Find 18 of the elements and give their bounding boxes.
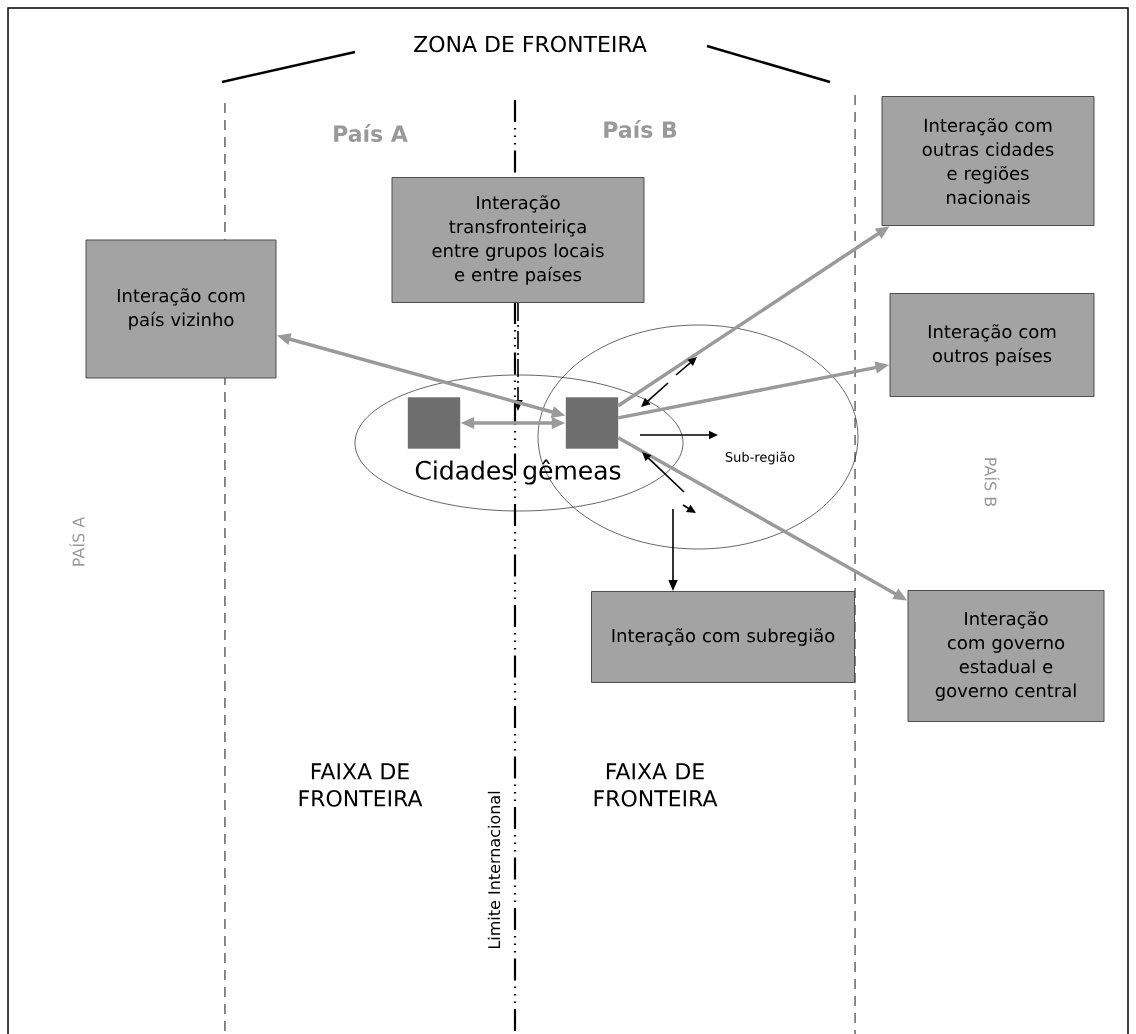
city-square [565,397,619,449]
text-box: Interação com país vizinho [85,239,277,379]
city-square [407,397,461,449]
text-box: Interação transfronteiriça entre grupos locais e entre países [391,177,645,303]
text-box: Interação com outras cidades e regiões nacionais [881,96,1095,226]
twin-cities-label: Cidades gêmeas [415,459,621,485]
band-label: FAIXA DE FRONTEIRA [594,763,718,807]
boundary-label: Limite Internacional [487,791,501,949]
text-box: Interação com governo estadual e governo central [907,590,1105,722]
country-label: PAÍS A [69,516,85,566]
country-label: PAÍS B [984,458,1000,507]
text-box: Interação com subregião [591,591,855,683]
text-box: Interação com outros países [889,293,1095,397]
zone-title: ZONA DE FRONTEIRA [414,35,647,53]
band-label: FAIXA DE FRONTEIRA [299,763,423,807]
subregion-label: Sub-região [725,451,795,465]
country-label: País A [334,124,408,142]
country-label: País B [604,120,677,138]
